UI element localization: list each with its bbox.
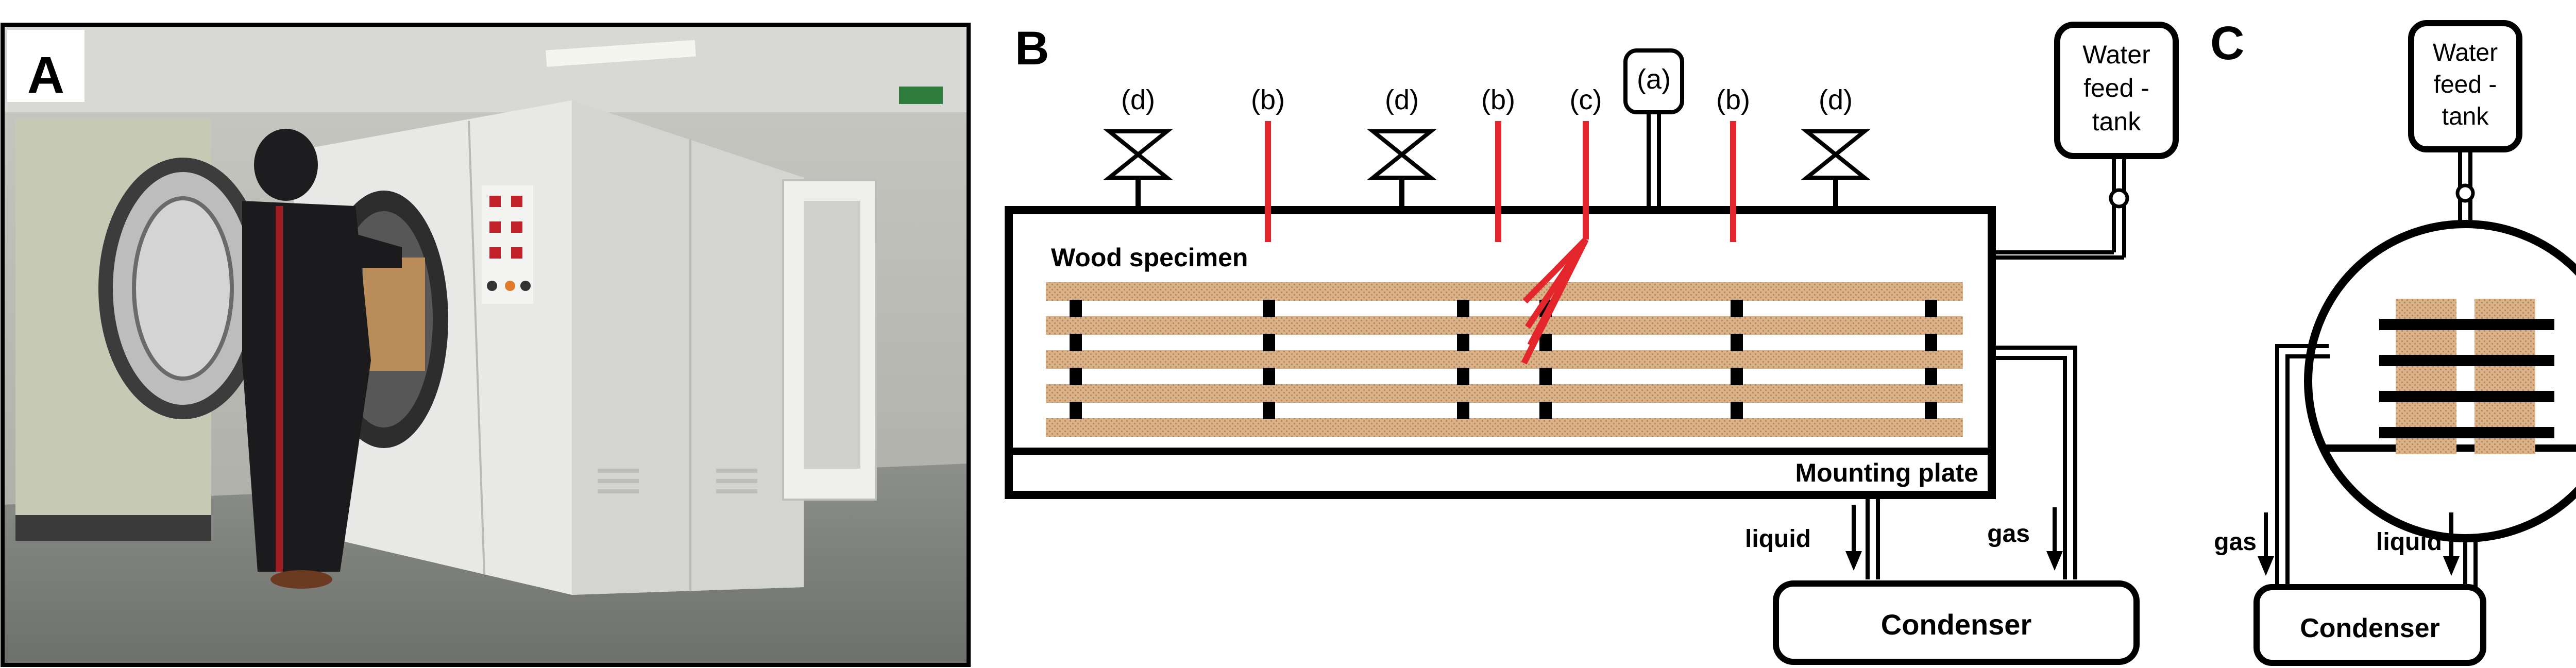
- gas-outlet-pipe-b: [1992, 346, 2077, 579]
- valve-d-3: [1801, 129, 1871, 207]
- condenser-c: [2253, 584, 2486, 666]
- spacer-block: [1263, 368, 1275, 385]
- water-feed-tank-c: [2408, 20, 2522, 222]
- valve-d-1: [1103, 129, 1173, 207]
- spacer-block: [1539, 402, 1552, 419]
- port-label-b-3: (b): [1716, 84, 1750, 115]
- mounting-plate-label: Mounting plate: [1795, 458, 1979, 487]
- spacer-block: [1263, 334, 1275, 351]
- port-label-a: (a): [1637, 64, 1671, 95]
- spacer-block: [1925, 402, 1937, 419]
- valve-d-2: [1367, 129, 1437, 207]
- cross-section-wood-stack: [2379, 299, 2554, 454]
- panel-a-letter: A: [27, 46, 64, 104]
- spacer-block: [1070, 368, 1082, 385]
- liquid-outlet-pipe-b: [1866, 495, 1880, 579]
- gas-outlet-pipe-c: [2275, 344, 2330, 587]
- spacer-block: [1457, 402, 1469, 419]
- gas-arrow-c: [2258, 512, 2274, 576]
- wood-board-row: [1046, 282, 1963, 301]
- water-tank-c-line-3: tank: [2442, 103, 2489, 130]
- wood-board-row: [1046, 418, 1963, 437]
- port-label-b-2: (b): [1481, 84, 1515, 115]
- wood-specimen-label: Wood specimen: [1051, 243, 1248, 272]
- spacer-block: [1070, 402, 1082, 419]
- gas-arrow-b: [2046, 507, 2063, 571]
- spacer-block: [1070, 334, 1082, 351]
- port-label-d-3: (d): [1819, 84, 1853, 115]
- liquid-arrow-b: [1845, 505, 1862, 571]
- port-label-b-1: (b): [1251, 84, 1285, 115]
- wood-board-row: [1046, 350, 1963, 369]
- port-label-d-2: (d): [1385, 84, 1419, 115]
- panel-c-letter: C: [2210, 17, 2244, 70]
- water-tank-b-line-3: tank: [2092, 107, 2142, 136]
- condenser-c-label: Condenser: [2300, 613, 2440, 643]
- panel-a-letter-box: [7, 30, 84, 102]
- liquid-arrow-c: [2443, 512, 2460, 576]
- spacer-block: [1731, 334, 1743, 351]
- liquid-label-b: liquid: [1745, 525, 1811, 553]
- spacer-block: [1731, 402, 1743, 419]
- port-label-c: (c): [1570, 84, 1602, 115]
- port-label-d-1: (d): [1121, 84, 1155, 115]
- spacer-block: [1263, 402, 1275, 419]
- spacer-block: [1539, 334, 1552, 351]
- panel-b-letter: B: [1015, 22, 1049, 75]
- wood-board-row: [1046, 384, 1963, 403]
- spacer-block: [1457, 368, 1469, 385]
- wood-board-row: [1046, 316, 1963, 335]
- condenser-b: [1773, 580, 2140, 665]
- thermocouple-c-bundle: [1521, 121, 1589, 365]
- panel-a-photo: [1, 23, 971, 667]
- condenser-b-label: Condenser: [1881, 608, 2032, 641]
- liquid-outlet-pipe-c: [2463, 536, 2478, 587]
- spacer-columns: [1070, 300, 1937, 419]
- spacer-block: [1070, 300, 1082, 317]
- spacer-block: [1731, 368, 1743, 385]
- spacer-block: [1457, 334, 1469, 351]
- pressure-gauge-a: [1623, 48, 1684, 207]
- spacer-block: [1925, 334, 1937, 351]
- water-tank-b-line-2: feed -: [2083, 74, 2149, 102]
- spacer-block: [1925, 300, 1937, 317]
- water-tank-c-line-1: Water: [2433, 39, 2498, 66]
- wood-specimen-stack: [1046, 282, 1963, 437]
- spacer-block: [1731, 300, 1743, 317]
- water-feed-tank-b: [1992, 22, 2179, 260]
- water-tank-c-line-2: feed -: [2434, 71, 2497, 98]
- spacer-block: [1263, 300, 1275, 317]
- spacer-block: [1925, 368, 1937, 385]
- liquid-label-c: liquid: [2376, 528, 2442, 556]
- spacer-block: [1457, 300, 1469, 317]
- gas-label-c: gas: [2214, 528, 2257, 556]
- gas-label-b: gas: [1987, 520, 2030, 547]
- spacer-block: [1539, 368, 1552, 385]
- water-tank-b-line-1: Water: [2082, 40, 2150, 69]
